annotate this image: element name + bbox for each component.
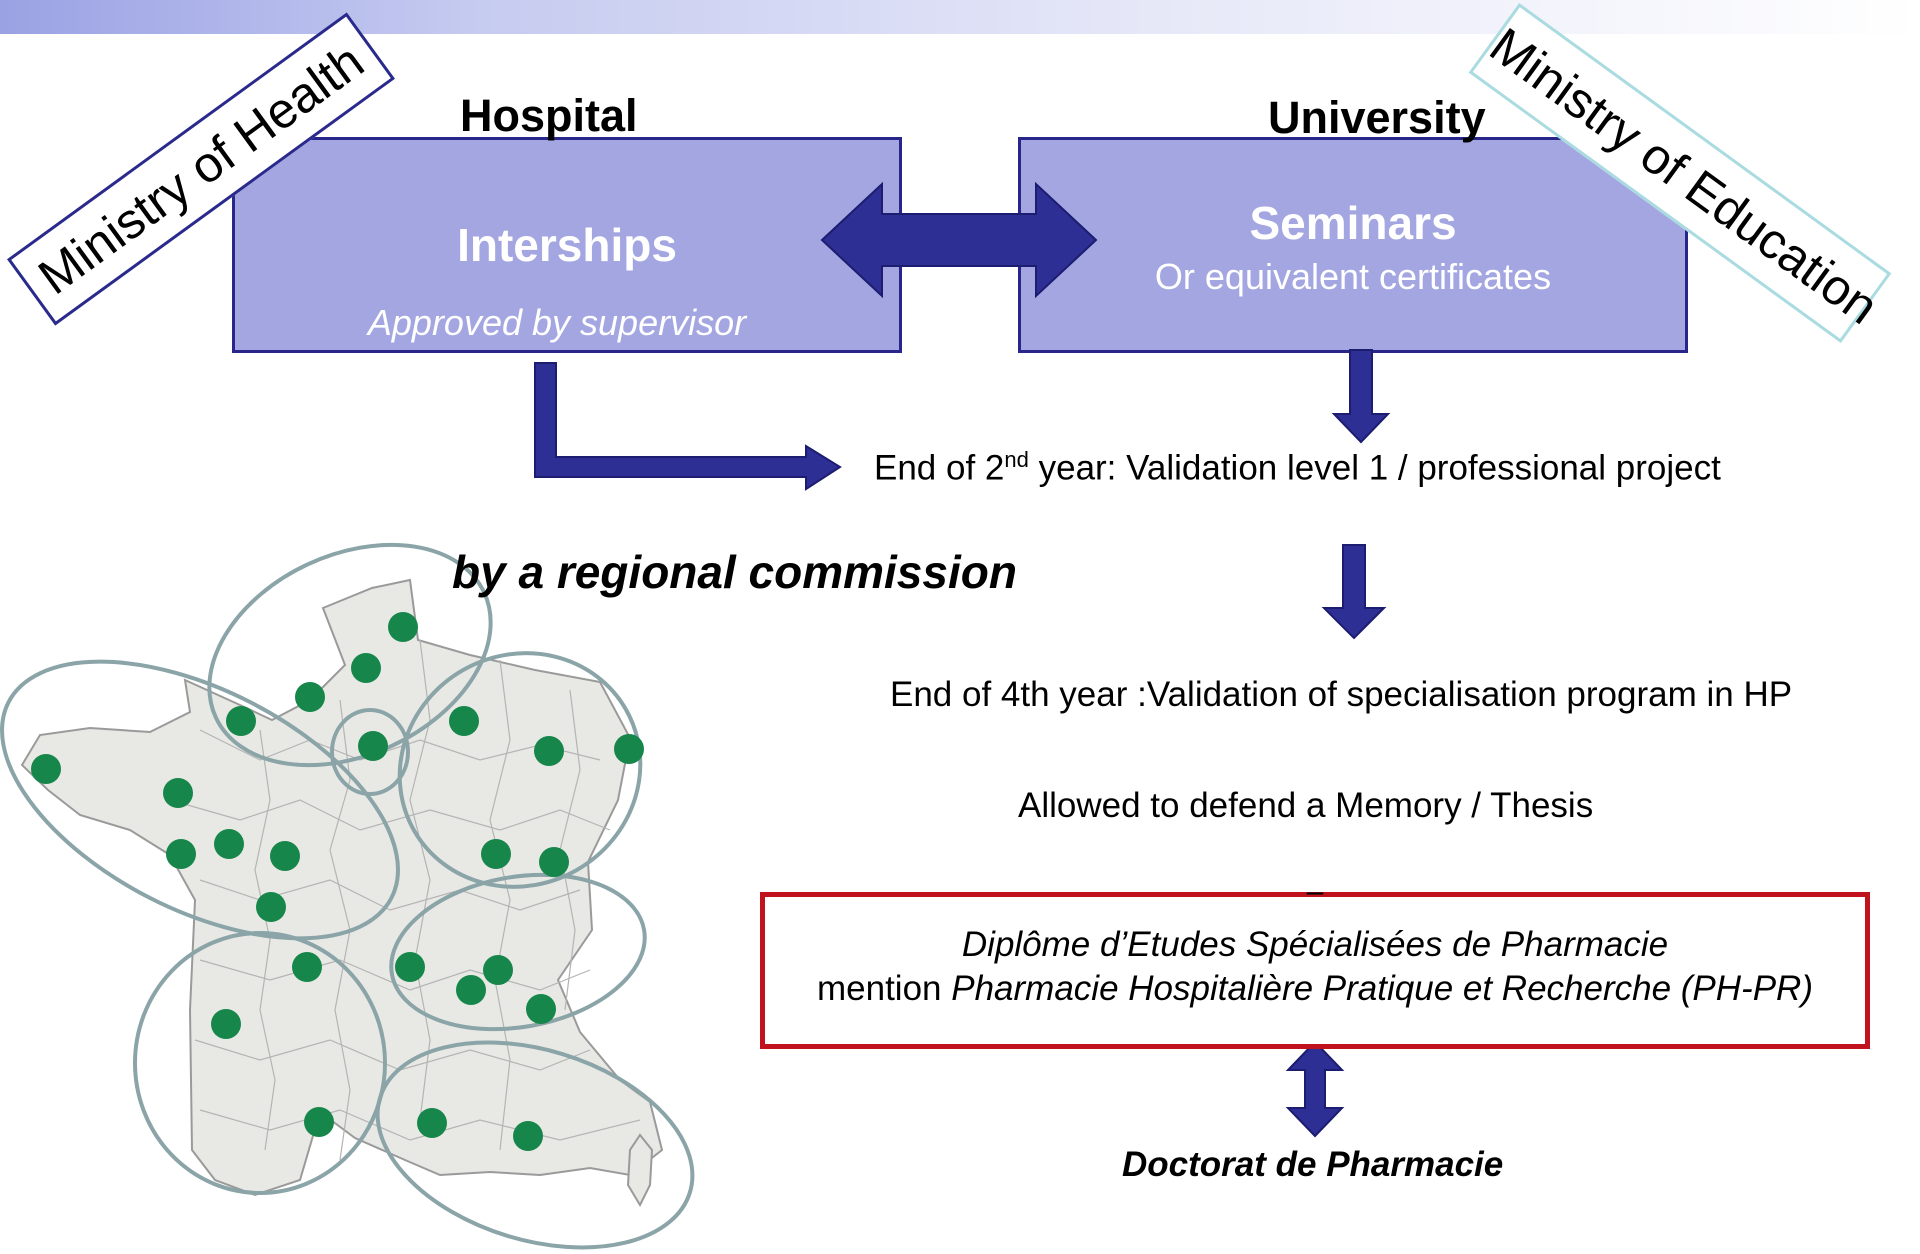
doctorat-text: Doctorat de Pharmacie: [1122, 1145, 1504, 1184]
hospital-elbow-arrow: [534, 362, 842, 491]
region-north: [207, 542, 493, 768]
city-dot: [417, 1108, 447, 1138]
seminars-title: Seminars: [1249, 197, 1457, 249]
hospital-box: [232, 137, 902, 353]
header-gradient-bar: [0, 0, 1920, 34]
bidirectional-arrow: [820, 181, 1098, 299]
region-east: [397, 651, 643, 889]
double-vertical-arrow: [1285, 1040, 1345, 1138]
city-dot: [270, 841, 300, 871]
end-of-fourth-year-text: End of 4th year :Validation of specialis…: [890, 675, 1793, 714]
city-dots: [31, 612, 644, 1151]
city-dot: [214, 829, 244, 859]
corsica-island: [626, 1133, 654, 1208]
city-dot: [351, 653, 381, 683]
city-dot: [163, 778, 193, 808]
region-outlines: [0, 542, 695, 1250]
city-dot: [481, 839, 511, 869]
down-arrow-middle: [1321, 544, 1387, 640]
france-map: [20, 578, 664, 1197]
city-dot: [388, 612, 418, 642]
department-borders: [169, 639, 641, 1161]
city-dot: [211, 1009, 241, 1039]
region-paris: [330, 708, 410, 796]
region-south-east: [375, 1040, 695, 1250]
mention-specialty: Pharmacie Hospitalière Pratique et Reche…: [951, 969, 1813, 1008]
city-dot: [292, 952, 322, 982]
diploma-box: – Diplôme d’Etudes Spécialisées de Pharm…: [760, 875, 1870, 1049]
city-dot: [449, 706, 479, 736]
region-centre-east: [389, 872, 647, 1032]
approved-by-supervisor: Approved by supervisor: [367, 302, 747, 343]
regional-commission-text: by a regional commission: [452, 546, 1017, 598]
mention-prefix: mention: [817, 969, 952, 1008]
city-dot: [31, 754, 61, 784]
city-dot: [304, 1107, 334, 1137]
end-of-second-year-text: End of 2nd year: Validation level 1 / pr…: [874, 447, 1721, 489]
end2-superscript: nd: [1004, 447, 1029, 472]
region-south-west: [133, 931, 387, 1195]
city-dot: [295, 682, 325, 712]
diploma-mention-line: mention Pharmacie Hospitalière Pratique …: [765, 969, 1865, 1009]
city-dot: [513, 1121, 543, 1151]
university-header: University: [1268, 92, 1486, 143]
city-dot: [526, 994, 556, 1024]
end2-suffix: year: Validation level 1 / professional …: [1028, 448, 1721, 488]
interships-title: Interships: [457, 219, 677, 271]
city-dot: [226, 706, 256, 736]
allowed-to-defend-text: Allowed to defend a Memory / Thesis: [1018, 786, 1594, 825]
hospital-header: Hospital: [460, 90, 638, 141]
diploma-dash: –: [1306, 875, 1324, 908]
city-dot: [483, 955, 513, 985]
end2-prefix: End of 2: [874, 448, 1005, 488]
city-dot: [256, 892, 286, 922]
city-dot: [166, 839, 196, 869]
city-dot: [456, 975, 486, 1005]
region-west: [0, 659, 400, 941]
city-dot: [614, 734, 644, 764]
city-dot: [534, 736, 564, 766]
city-dot: [358, 731, 388, 761]
down-arrow-university: [1331, 349, 1391, 444]
diploma-title: Diplôme d’Etudes Spécialisées de Pharmac…: [961, 925, 1669, 964]
city-dot: [539, 847, 569, 877]
city-dot: [395, 952, 425, 982]
equivalent-certificates: Or equivalent certificates: [1154, 256, 1552, 297]
